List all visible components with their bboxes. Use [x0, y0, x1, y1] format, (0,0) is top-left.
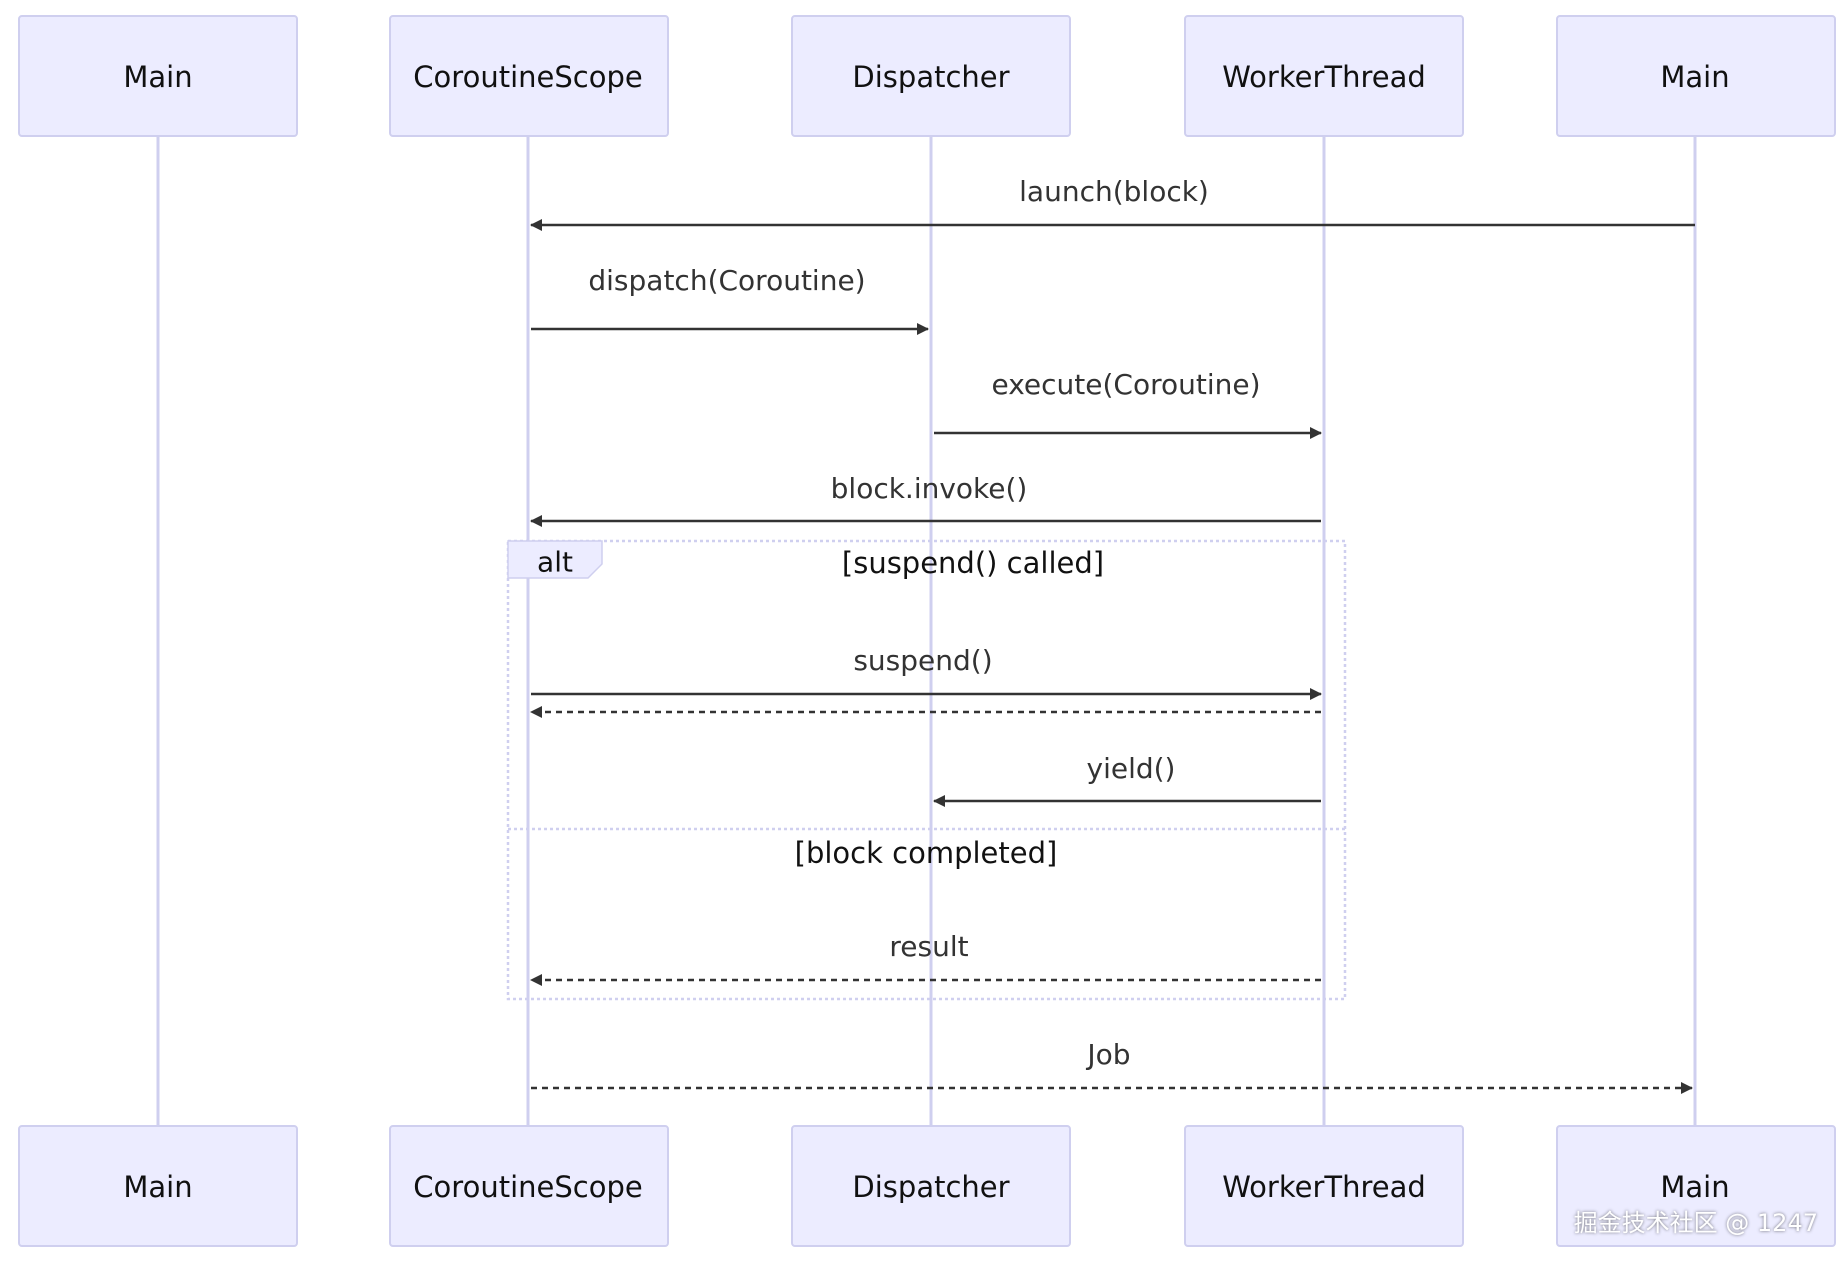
- actor-label-main-2-bottom: Main: [1660, 1170, 1729, 1204]
- actor-label-dispatcher-top: Dispatcher: [852, 60, 1009, 94]
- message-label-job: Job: [1085, 1038, 1130, 1071]
- actor-box-dispatcher-top: [791, 15, 1071, 137]
- message-label-execute: execute(Coroutine): [991, 368, 1260, 401]
- actor-box-workerthread-top: [1184, 15, 1464, 137]
- messages: launch(block) dispatch(Coroutine) execut…: [530, 175, 1695, 1094]
- message-label-launch: launch(block): [1019, 175, 1209, 208]
- actor-label-workerthread-top: WorkerThread: [1222, 60, 1426, 94]
- alt-frame-condition-2: [block completed]: [795, 836, 1058, 870]
- alt-frame-condition-1: [suspend() called]: [842, 546, 1104, 580]
- message-label-block-invoke: block.invoke(): [831, 472, 1028, 505]
- actor-box-coroutinescope-top: [389, 15, 669, 137]
- actor-box-main-bottom: [18, 1125, 298, 1247]
- actor-box-workerthread-bottom: [1184, 1125, 1464, 1247]
- actors-top: Main CoroutineScope Dispatcher WorkerThr…: [18, 15, 1836, 137]
- alt-frame: alt [suspend() called] [block completed]: [506, 539, 1347, 1001]
- actor-label-workerthread-bottom: WorkerThread: [1222, 1170, 1426, 1204]
- actor-box-dispatcher-bottom: [791, 1125, 1071, 1247]
- actor-label-dispatcher-bottom: Dispatcher: [852, 1170, 1009, 1204]
- actor-label-main-top: Main: [123, 60, 192, 94]
- alt-frame-tab: [507, 540, 603, 579]
- message-label-result: result: [889, 930, 968, 963]
- actor-label-main-bottom: Main: [123, 1170, 192, 1204]
- message-label-yield: yield(): [1087, 752, 1176, 785]
- watermark: 掘金技术社区 @ 1247: [1573, 1209, 1818, 1237]
- actor-box-main-2-top: [1556, 15, 1836, 137]
- actor-box-main-2-bottom: [1556, 1125, 1836, 1247]
- message-label-dispatch: dispatch(Coroutine): [588, 264, 865, 297]
- lifelines: [156, 136, 1697, 1126]
- actor-box-main-top: [18, 15, 298, 137]
- actor-label-main-2-top: Main: [1660, 60, 1729, 94]
- alt-frame-border: [506, 539, 1347, 1001]
- actor-label-coroutinescope-bottom: CoroutineScope: [413, 1170, 642, 1204]
- actors-bottom: Main CoroutineScope Dispatcher WorkerThr…: [18, 1125, 1836, 1247]
- actor-box-coroutinescope-bottom: [389, 1125, 669, 1247]
- actor-label-coroutinescope-top: CoroutineScope: [413, 60, 642, 94]
- message-label-suspend: suspend(): [853, 644, 992, 677]
- alt-frame-type-label: alt: [537, 546, 573, 579]
